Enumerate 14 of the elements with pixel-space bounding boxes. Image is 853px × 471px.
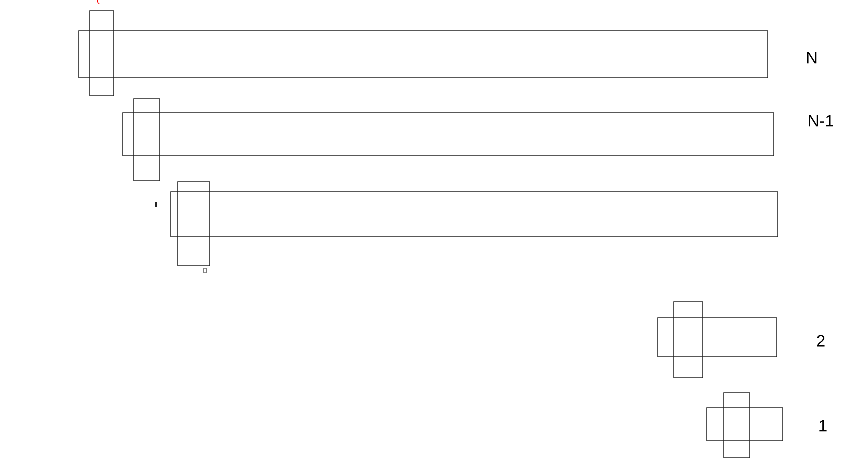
long-rectangle: [658, 318, 778, 358]
upright-rectangle: [134, 98, 160, 182]
long-rectangle: [170, 192, 778, 238]
row-label: N: [807, 52, 817, 64]
upright-rectangle: [674, 302, 704, 378]
row-label: 1: [820, 420, 827, 432]
upright-rectangle: [178, 182, 210, 266]
long-rectangle: [706, 408, 784, 442]
row-label: 2: [817, 335, 825, 347]
long-rectangle: [78, 30, 768, 78]
long-rectangle: [122, 112, 774, 156]
upright-rectangle: [724, 392, 750, 458]
upright-rectangle: [90, 10, 114, 96]
row-label: N-1: [809, 115, 834, 127]
